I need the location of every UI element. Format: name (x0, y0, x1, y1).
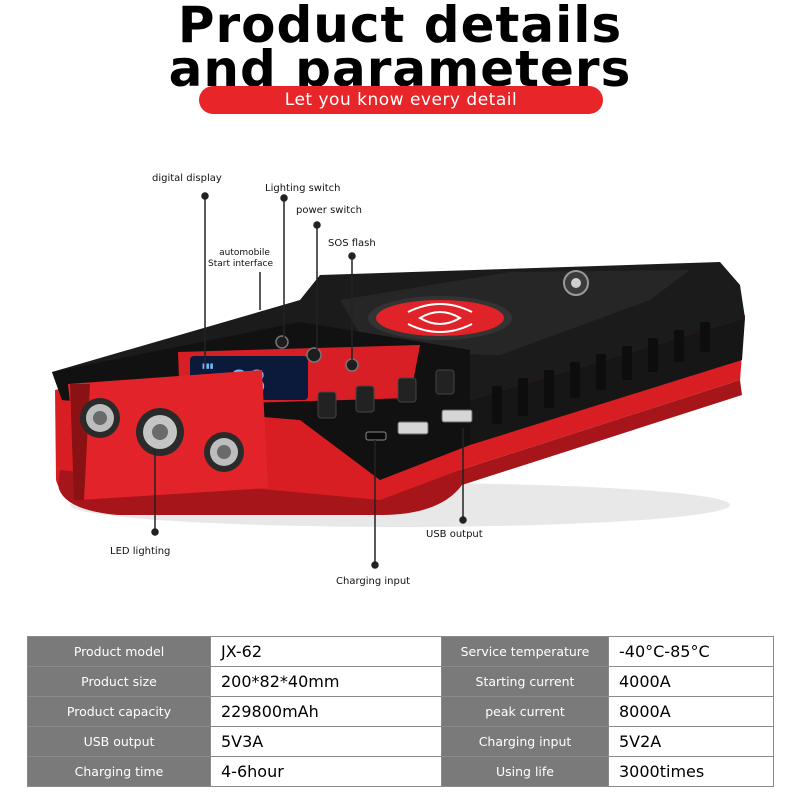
spec-label: USB output (27, 726, 211, 757)
callout-digital-display: digital display (152, 173, 222, 184)
spec-label: Service temperature (441, 636, 609, 667)
spec-value: 200*82*40mm (210, 666, 442, 697)
spec-label: Charging input (441, 726, 609, 757)
spec-value: 8000A (608, 696, 774, 727)
spec-label: Charging time (27, 756, 211, 787)
spec-label: Product capacity (27, 696, 211, 727)
callout-automobile-line1: automobile (219, 248, 270, 258)
table-row: Charging time 4-6hour Using life 3000tim… (27, 756, 774, 787)
spec-label: peak current (441, 696, 609, 727)
callout-automobile-line2: Start interface (208, 259, 273, 269)
callout-power-switch: power switch (296, 205, 363, 216)
spec-value: 3000times (608, 756, 774, 787)
table-row: Product model JX-62 Service temperature … (27, 636, 774, 667)
subtitle-banner: Let you know every detail (199, 86, 603, 114)
product-illustration: 88 ▮▮▮ (52, 192, 745, 569)
spec-table: Product model JX-62 Service temperature … (27, 636, 774, 787)
callout-sos-flash: SOS flash (328, 238, 376, 249)
led-lamp-icon (80, 398, 244, 472)
spec-value: -40°C-85°C (608, 636, 774, 667)
callout-led-lighting: LED lighting (110, 546, 171, 557)
callout-charging-input: Charging input (336, 576, 411, 587)
spec-label: Product model (27, 636, 211, 667)
spec-value: 229800mAh (210, 696, 442, 727)
callout-automobile-start: automobile Start interface (208, 248, 273, 270)
spec-value: JX-62 (210, 636, 442, 667)
spec-label: Starting current (441, 666, 609, 697)
callout-usb-output: USB output (426, 529, 483, 540)
spec-label: Using life (441, 756, 609, 787)
power-button (306, 347, 322, 363)
svg-text:▮▮▮: ▮▮▮ (202, 362, 214, 370)
spec-value: 5V3A (210, 726, 442, 757)
page-title-line-1: Product details (177, 0, 623, 54)
usb-port-icon (365, 431, 387, 441)
table-row: Product capacity 229800mAh peak current … (27, 696, 774, 727)
spec-label: Product size (27, 666, 211, 697)
table-row: Product size 200*82*40mm Starting curren… (27, 666, 774, 697)
wireless-charging-icon (376, 300, 504, 336)
lighting-button (275, 335, 289, 349)
table-row: USB output 5V3A Charging input 5V2A (27, 726, 774, 757)
callout-lighting-switch: Lighting switch (265, 183, 341, 194)
spec-value: 5V2A (608, 726, 774, 757)
spec-value: 4000A (608, 666, 774, 697)
spec-value: 4-6hour (210, 756, 442, 787)
